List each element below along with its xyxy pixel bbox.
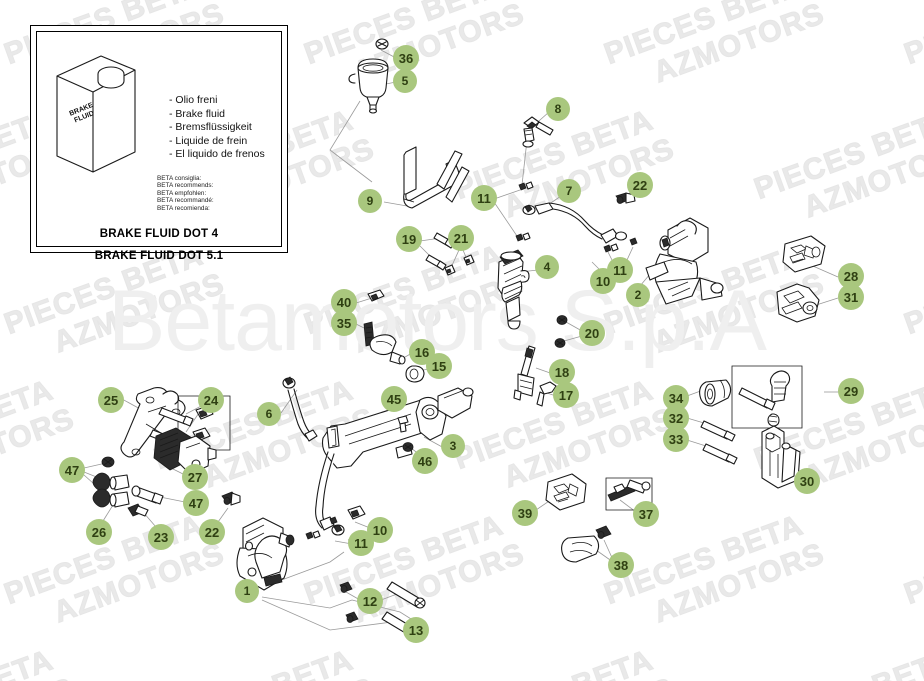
callout-27[interactable]: 27 [182, 464, 208, 490]
callout-8[interactable]: 8 [546, 97, 570, 121]
callout-11-a[interactable]: 11 [471, 185, 497, 211]
brake-fluid-legend-box: BRAKE FLUID - Olio freni - Brake fluid -… [30, 25, 288, 262]
callout-21[interactable]: 21 [448, 225, 474, 251]
fluid-language-list: - Olio freni - Brake fluid - Bremsflüssi… [169, 94, 291, 162]
beta-recommends-block: BETA consiglia: BETA recommends: BETA em… [157, 175, 287, 212]
callout-30[interactable]: 30 [794, 468, 820, 494]
callout-25[interactable]: 25 [98, 387, 124, 413]
lang-item-it: - Olio freni [169, 94, 218, 106]
brake-fluid-carton-illustration [56, 55, 136, 173]
callout-13[interactable]: 13 [403, 617, 429, 643]
recommends-es: BETA recomienda: [157, 204, 210, 212]
callout-39[interactable]: 39 [512, 500, 538, 526]
spec-dot4: BRAKE FLUID DOT 4 [99, 228, 219, 240]
callout-22-b[interactable]: 22 [199, 519, 225, 545]
callout-4[interactable]: 4 [535, 255, 559, 279]
lang-item-fr: - Liquide de frein [169, 134, 248, 147]
callout-17[interactable]: 17 [553, 382, 579, 408]
callout-23[interactable]: 23 [148, 524, 174, 550]
callout-2[interactable]: 2 [626, 283, 650, 307]
callout-1[interactable]: 1 [235, 579, 259, 603]
lang-item-en: - Brake fluid [169, 107, 226, 120]
spec-dot51: BRAKE FLUID DOT 5.1 [94, 250, 224, 262]
callout-18[interactable]: 18 [549, 359, 575, 385]
lang-item-es: - El liquido de frenos [169, 148, 265, 161]
legend-inner-border: BRAKE FLUID - Olio freni - Brake fluid -… [36, 31, 282, 262]
callout-29[interactable]: 29 [838, 378, 864, 404]
callout-37[interactable]: 37 [633, 501, 659, 527]
callout-35[interactable]: 35 [331, 310, 357, 336]
callout-3[interactable]: 3 [441, 434, 465, 458]
callout-6[interactable]: 6 [257, 402, 281, 426]
callout-45[interactable]: 45 [381, 386, 407, 412]
callout-20[interactable]: 20 [579, 320, 605, 346]
callout-31[interactable]: 31 [838, 284, 864, 310]
recommends-fr: BETA recommandé: [157, 197, 214, 205]
callout-11-b[interactable]: 11 [607, 257, 633, 283]
callout-47-a[interactable]: 47 [59, 457, 85, 483]
callout-12[interactable]: 12 [357, 588, 383, 614]
callout-26[interactable]: 26 [86, 519, 112, 545]
callout-24[interactable]: 24 [198, 387, 224, 413]
callout-15[interactable]: 15 [426, 353, 452, 379]
recommends-it: BETA consiglia: [157, 175, 202, 182]
recommends-de: BETA empfohlen: [157, 189, 207, 197]
callout-9[interactable]: 9 [358, 189, 382, 213]
callout-22-a[interactable]: 22 [627, 172, 653, 198]
lang-item-de: - Bremsflüssigkeit [169, 121, 252, 134]
callout-11-c[interactable]: 11 [348, 530, 374, 556]
callout-19[interactable]: 19 [396, 226, 422, 252]
callout-47-b[interactable]: 47 [183, 490, 209, 516]
recommends-en: BETA recommends: [157, 182, 214, 190]
callout-38[interactable]: 38 [608, 552, 634, 578]
callout-5[interactable]: 5 [393, 69, 417, 93]
callout-7[interactable]: 7 [557, 179, 581, 203]
callout-36[interactable]: 36 [393, 45, 419, 71]
callout-46[interactable]: 46 [412, 448, 438, 474]
callout-33[interactable]: 33 [663, 426, 689, 452]
